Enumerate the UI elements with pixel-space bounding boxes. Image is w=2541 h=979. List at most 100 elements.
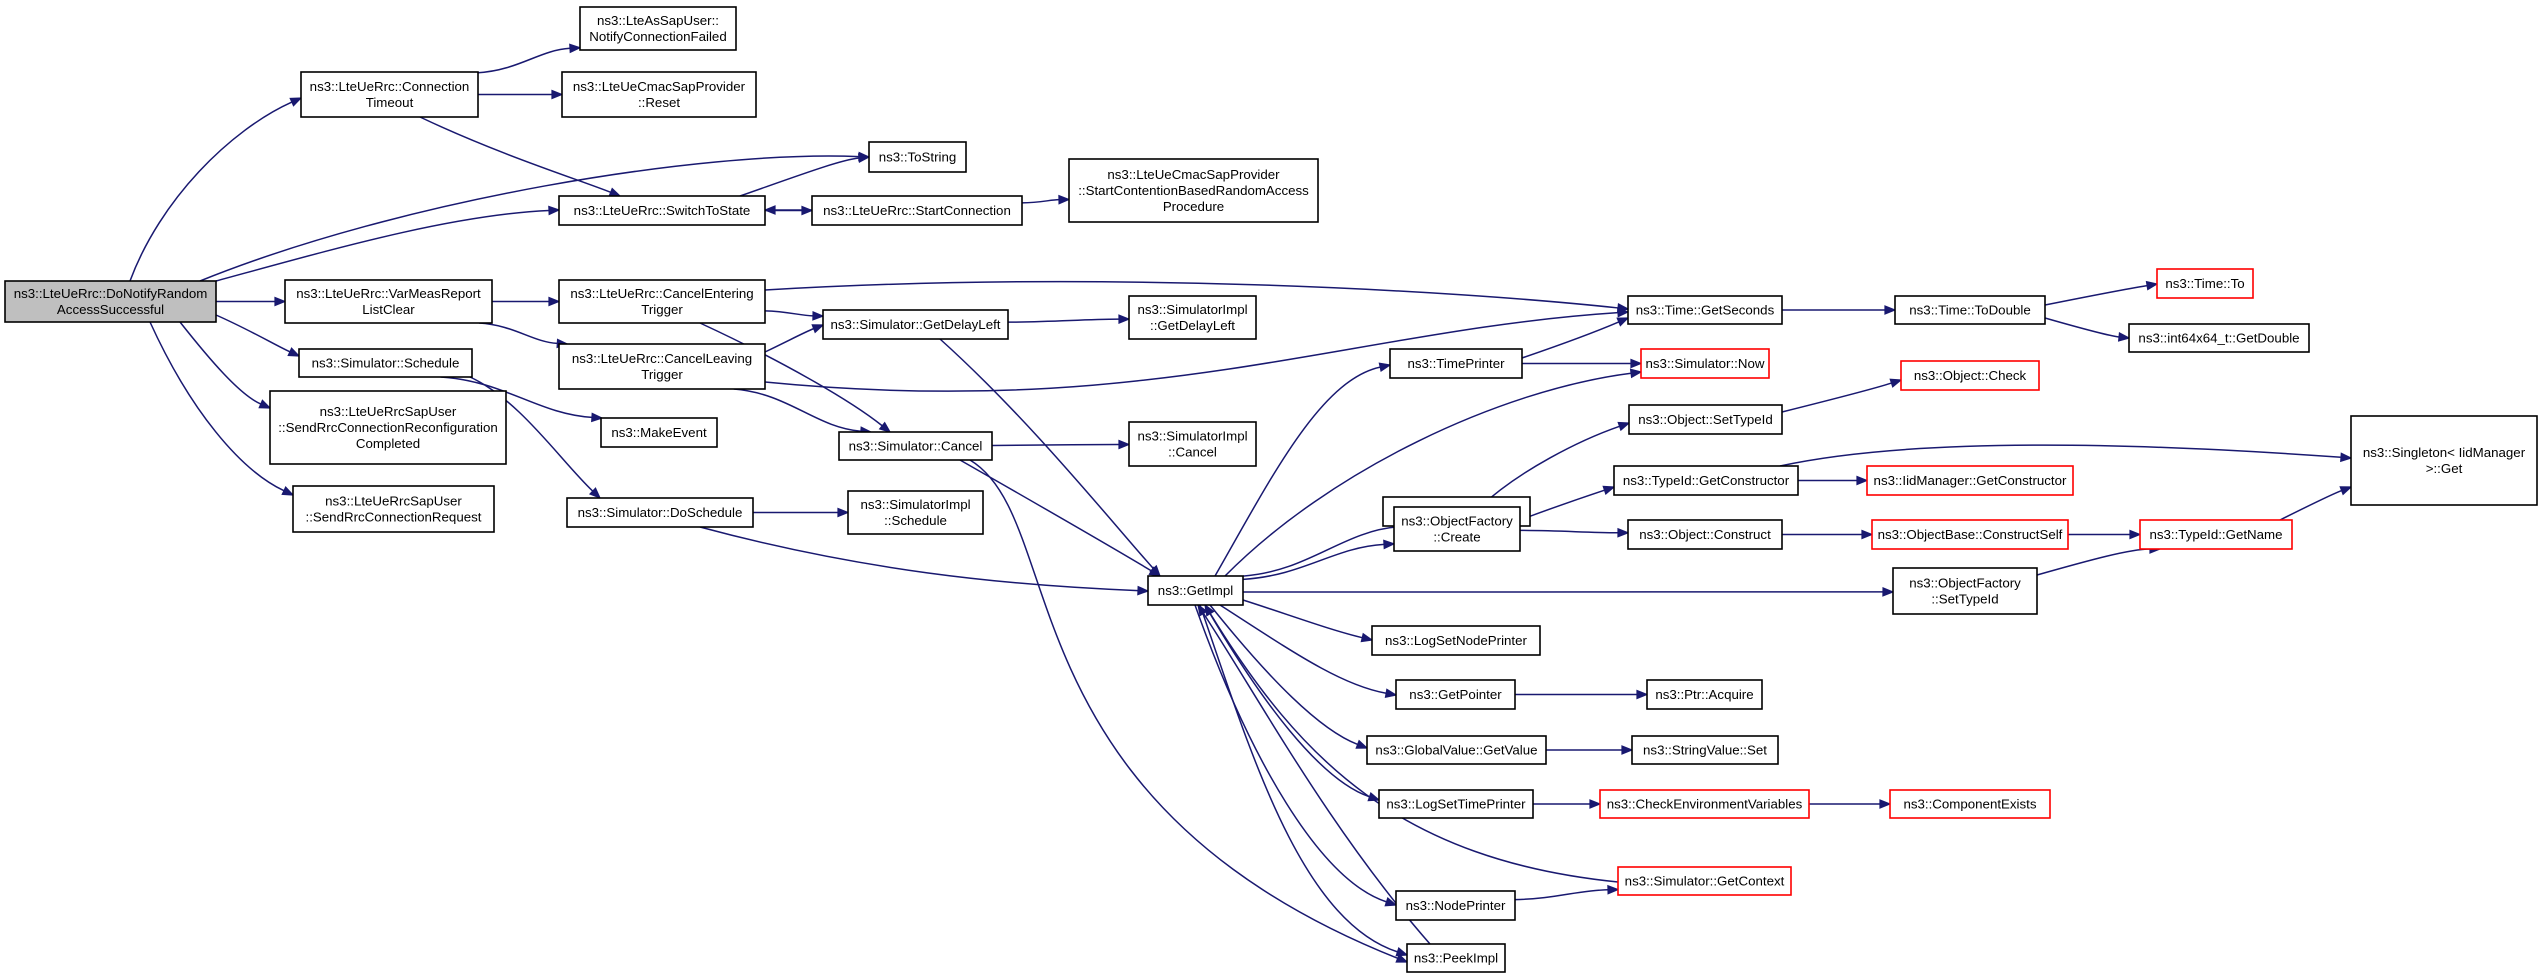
node-objectFactoryCreate[interactable]: ns3::ObjectFactory::Create: [1393, 506, 1521, 552]
node-label: ns3::Time::To: [2165, 276, 2244, 291]
node-timeGetSeconds[interactable]: ns3::Time::GetSeconds: [1627, 295, 1783, 325]
node-label: ns3::LogSetNodePrinter: [1385, 633, 1527, 648]
node-box: [1395, 890, 1516, 921]
edge-arrowhead: [258, 399, 272, 409]
edge-line: [939, 338, 1154, 570]
node-toString[interactable]: ns3::ToString: [868, 141, 967, 173]
edge-line: [129, 101, 293, 282]
node-label: ListClear: [362, 302, 415, 317]
edge-arrowhead: [763, 205, 776, 215]
node-typeIdGetConstructor[interactable]: ns3::TypeId::GetConstructor: [1613, 465, 1799, 496]
node-timeToDouble[interactable]: ns3::Time::ToDouble: [1894, 295, 2046, 325]
edge-line: [1021, 198, 1060, 204]
edge-arrowhead: [548, 205, 561, 216]
node-root[interactable]: ns3::LteUeRrc::DoNotifyRandomAccessSucce…: [4, 280, 217, 323]
edge-connTimeout-to-switchToState: [419, 116, 622, 197]
edge-line: [1781, 382, 1892, 413]
node-makeEvent[interactable]: ns3::MakeEvent: [600, 417, 718, 448]
node-sendReconfig[interactable]: ns3::LteUeRrcSapUser::SendRrcConnectionR…: [269, 390, 507, 465]
node-objectCheck[interactable]: ns3::Object::Check: [1900, 360, 2040, 391]
node-box: [1389, 348, 1523, 379]
node-label: ns3::Time::GetSeconds: [1636, 303, 1775, 318]
edge-varMeasClear-to-cancelLeaving: [478, 322, 569, 349]
node-label: ns3::GetImpl: [1158, 583, 1233, 598]
edge-root-to-switchToState: [215, 205, 561, 282]
edge-startConnection-to-startContention: [1021, 194, 1071, 205]
node-schedule[interactable]: ns3::Simulator::Schedule: [298, 348, 473, 378]
edge-line: [1242, 589, 1884, 593]
node-int64GetDouble[interactable]: ns3::int64x64_t::GetDouble: [2128, 323, 2310, 353]
node-box: [561, 71, 757, 118]
node-stringValueSet[interactable]: ns3::StringValue::Set: [1631, 735, 1779, 765]
edge-line: [1007, 318, 1120, 323]
node-startContention[interactable]: ns3::LteUeCmacSapProvider::StartContenti…: [1068, 158, 1319, 223]
edge-arrowhead: [1378, 362, 1392, 372]
node-label: ns3::Singleton< IidManager: [2363, 445, 2526, 460]
edge-typeIdGetConstructor-to-singletonGet: [1779, 444, 2353, 467]
edge-line: [1242, 543, 1385, 581]
edge-arrowhead: [591, 412, 604, 423]
edge-timeToDouble-to-int64GetDouble: [2044, 317, 2131, 342]
node-nodePrinter[interactable]: ns3::NodePrinter: [1395, 890, 1516, 921]
node-box: [1900, 360, 2040, 391]
node-ptrAcquire[interactable]: ns3::Ptr::Acquire: [1646, 679, 1763, 710]
edge-line: [733, 388, 861, 432]
node-globalValueGetValue[interactable]: ns3::GlobalValue::GetValue: [1366, 735, 1547, 765]
node-implSchedule[interactable]: ns3::SimulatorImpl::Schedule: [847, 490, 984, 535]
node-singletonGet[interactable]: ns3::Singleton< IidManager >::Get: [2350, 415, 2538, 506]
edge-line: [739, 157, 860, 197]
node-constructSelf[interactable]: ns3::ObjectBase::ConstructSelf: [1871, 519, 2069, 550]
node-label: ns3::GlobalValue::GetValue: [1375, 743, 1537, 758]
node-getPointer[interactable]: ns3::GetPointer: [1395, 679, 1516, 710]
node-objectConstruct[interactable]: ns3::Object::Construct: [1627, 519, 1783, 550]
node-label: ns3::Time::ToDouble: [1909, 303, 2030, 318]
edge-timePrinter-to-timeGetSeconds: [1521, 317, 1630, 359]
node-startConnection[interactable]: ns3::LteUeRrc::StartConnection: [811, 195, 1023, 226]
node-label: ns3::SimulatorImpl: [1137, 429, 1247, 444]
node-logSetNodePrinter[interactable]: ns3::LogSetNodePrinter: [1371, 625, 1541, 656]
node-box: [1395, 679, 1516, 710]
node-peekImpl[interactable]: ns3::PeekImpl: [1406, 943, 1506, 973]
node-cancel[interactable]: ns3::Simulator::Cancel: [838, 431, 993, 461]
node-iidGetConstructor[interactable]: ns3::IidManager::GetConstructor: [1866, 465, 2074, 496]
node-label: ns3::SimulatorImpl: [860, 497, 970, 512]
node-switchToState[interactable]: ns3::LteUeRrc::SwitchToState: [558, 195, 766, 226]
node-typeIdGetName[interactable]: ns3::TypeId::GetName: [2139, 519, 2293, 550]
node-cmacReset[interactable]: ns3::LteUeCmacSapProvider::Reset: [561, 71, 757, 118]
edge-arrowhead: [281, 486, 295, 496]
node-box: [4, 280, 217, 323]
node-box: [1393, 506, 1521, 552]
node-logSetTimePrinter[interactable]: ns3::LogSetTimePrinter: [1378, 789, 1534, 819]
node-timeTo[interactable]: ns3::Time::To: [2156, 268, 2254, 299]
node-setTypeId[interactable]: ns3::Object::SetTypeId: [1628, 404, 1783, 435]
node-componentExists[interactable]: ns3::ComponentExists: [1889, 789, 2051, 819]
node-box: [1894, 295, 2046, 325]
edge-root-to-toString: [199, 151, 871, 282]
node-label: ns3::LogSetTimePrinter: [1386, 797, 1526, 812]
node-simNow[interactable]: ns3::Simulator::Now: [1640, 348, 1770, 379]
node-notifyConnFailed[interactable]: ns3::LteAsSapUser::NotifyConnectionFaile…: [579, 6, 737, 51]
edge-getDelayLeft-to-implGetDelayLeft: [1007, 314, 1131, 325]
node-getDelayLeft[interactable]: ns3::Simulator::GetDelayLeft: [822, 309, 1009, 340]
node-label: ns3::LteUeRrc::Connection: [310, 79, 470, 94]
node-label: ns3::TypeId::GetName: [2149, 527, 2282, 542]
node-sendRequest[interactable]: ns3::LteUeRrcSapUser::SendRrcConnectionR…: [292, 485, 495, 533]
node-label: AccessSuccessful: [57, 302, 164, 317]
node-objectFactorySetTypeId[interactable]: ns3::ObjectFactory::SetTypeId: [1892, 567, 2038, 615]
edge-arrowhead: [548, 296, 561, 307]
node-timePrinter[interactable]: ns3::TimePrinter: [1389, 348, 1523, 379]
node-checkEnv[interactable]: ns3::CheckEnvironmentVariables: [1599, 789, 1810, 819]
edge-line: [1519, 489, 1605, 521]
edge-arrowhead: [1118, 314, 1131, 325]
node-implGetDelayLeft[interactable]: ns3::SimulatorImpl::GetDelayLeft: [1128, 295, 1257, 340]
node-box: [558, 195, 766, 226]
node-doSchedule[interactable]: ns3::Simulator::DoSchedule: [566, 497, 754, 528]
node-box: [558, 343, 766, 390]
node-implCancel[interactable]: ns3::SimulatorImpl::Cancel: [1128, 421, 1257, 467]
node-getContext[interactable]: ns3::Simulator::GetContext: [1617, 866, 1792, 896]
node-getImpl[interactable]: ns3::GetImpl: [1147, 575, 1244, 606]
